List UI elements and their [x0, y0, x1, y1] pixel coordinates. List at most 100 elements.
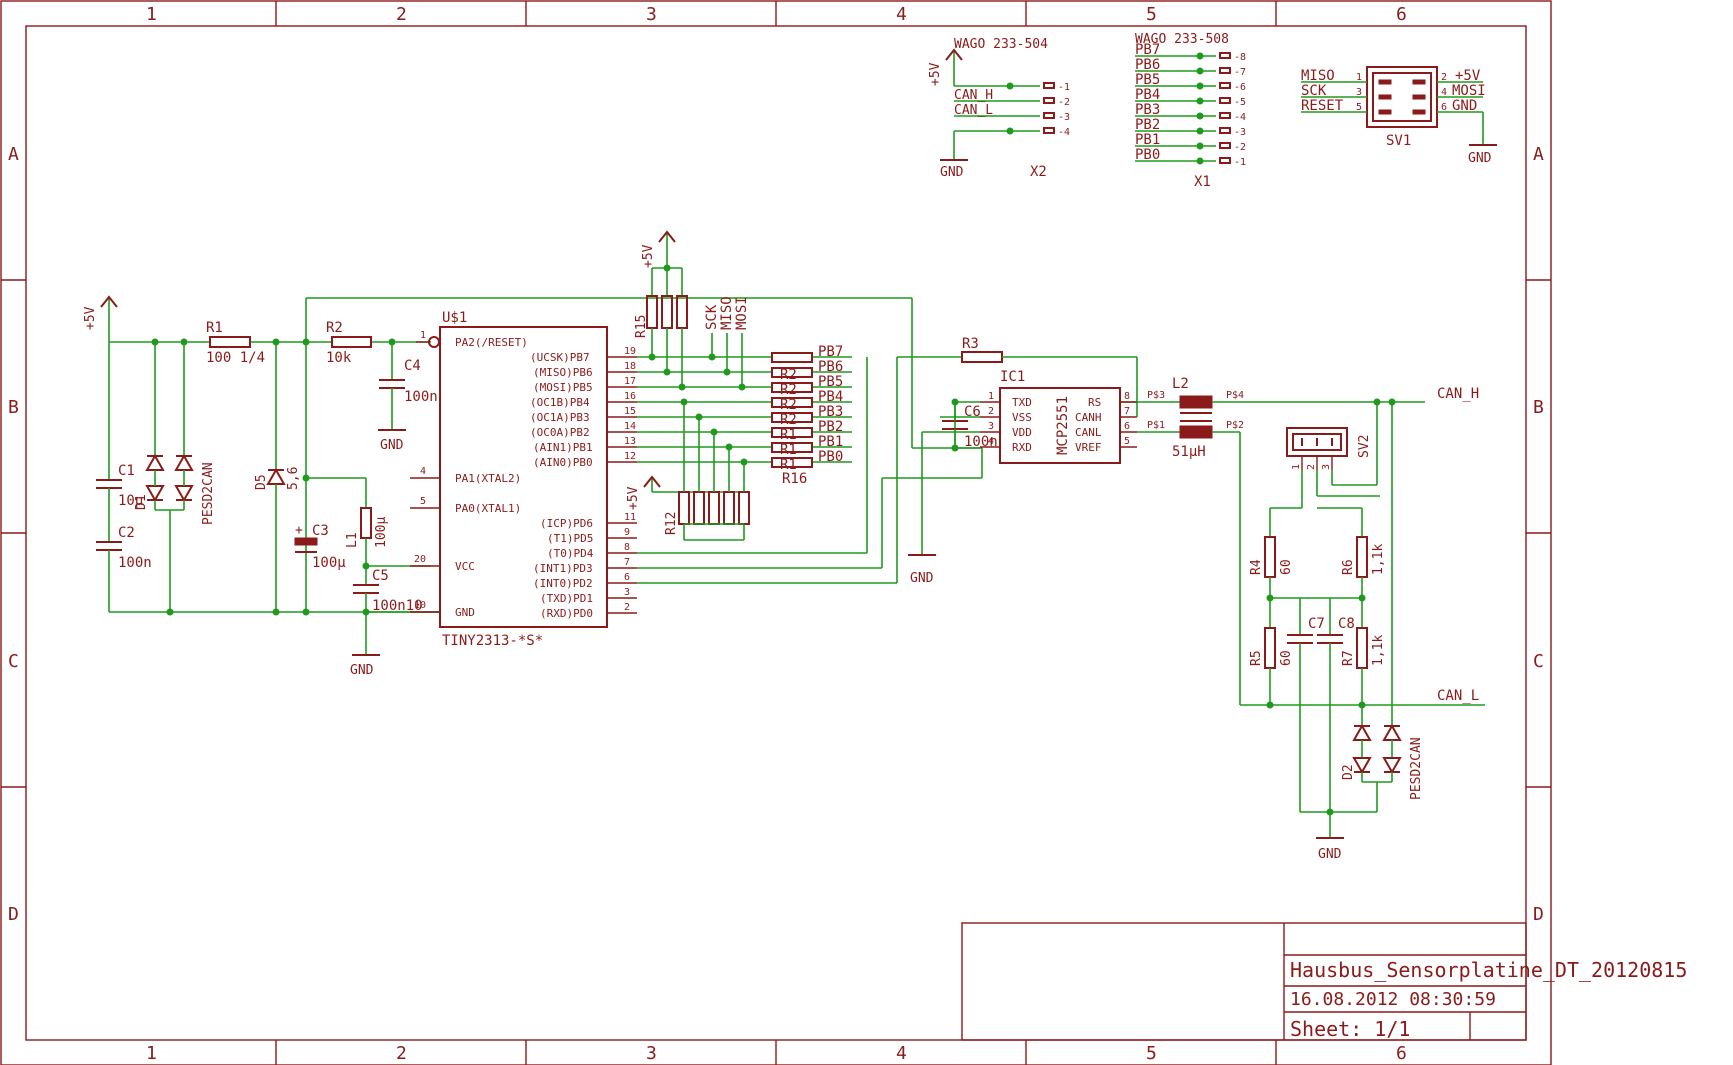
junctions: [151, 52, 1396, 816]
vcc-label-r12: +5V: [626, 486, 641, 510]
x1-pin7: -7: [1234, 67, 1246, 78]
col-label-bottom-4: 4: [896, 1043, 907, 1064]
row-label-left-c: C: [8, 651, 19, 672]
x2-pin1: -1: [1058, 82, 1070, 93]
gnd-label-can: GND: [910, 571, 934, 586]
r3-name: R3: [962, 336, 979, 352]
r-label-pb6: R2: [780, 367, 797, 383]
title-text: Hausbus_Sensorplatine_DT_20120815: [1290, 958, 1687, 982]
l2-value: 51µH: [1172, 444, 1206, 460]
sv1-pin4: 4: [1441, 87, 1447, 98]
r2-value: 10k: [326, 350, 352, 366]
mcu-pin6-label: (INT0)PD2: [533, 577, 593, 590]
c3-name: C3: [312, 523, 329, 539]
c6-name: C6: [964, 404, 981, 420]
mcu-pin10-num: 10: [414, 600, 426, 611]
col-label-top-5: 5: [1146, 4, 1157, 25]
r7-value: 1,1k: [1371, 635, 1386, 666]
l2-name: L2: [1172, 376, 1189, 392]
col-label-bottom-1: 1: [146, 1043, 157, 1064]
mcu-pin9-label: (T1)PD5: [547, 532, 593, 545]
mcu-pin2-num: 2: [624, 602, 630, 613]
sv1-net-reset: RESET: [1301, 98, 1344, 114]
row-label-right-c: C: [1533, 651, 1544, 672]
r7-name: R7: [1341, 650, 1356, 666]
row-label-left-b: B: [8, 397, 19, 418]
can-pin4-label: RXD: [1012, 441, 1032, 454]
can-pin8-label: RS: [1088, 396, 1101, 409]
sv1-net-5v: +5V: [1455, 68, 1481, 84]
x1-net-pb3: PB3: [1135, 102, 1160, 118]
gnd-label-sv1: GND: [1468, 151, 1492, 166]
date-text: 16.08.2012 08:30:59: [1290, 989, 1496, 1010]
mcu-name: U$1: [442, 310, 467, 326]
x1-pin8: -8: [1234, 52, 1246, 63]
net-pb6: PB6: [818, 359, 843, 375]
x2-net3: CAN_L: [954, 103, 993, 118]
col-label-top-4: 4: [896, 4, 907, 25]
gnd-label-c4: GND: [380, 438, 404, 453]
mcu-pin3-label: (TXD)PD1: [540, 592, 593, 605]
sv1-name: SV1: [1386, 133, 1411, 149]
mcu-pin18-label: (MISO)PB6: [533, 366, 593, 379]
net-pb0: PB0: [818, 449, 843, 465]
mcu-right-pins: 19 (UCSK)PB7 18 (MISO)PB6 17 (MOSI)PB5 1…: [530, 346, 637, 620]
vcc-label-x2: +5V: [928, 62, 943, 86]
l2-pin4: P$4: [1226, 390, 1244, 401]
c1-name: C1: [118, 463, 135, 479]
can-pin6-num: 6: [1124, 421, 1130, 432]
row-label-right-a: A: [1533, 144, 1544, 165]
net-pb2: PB2: [818, 419, 843, 435]
sv2-pin3: 3: [1321, 464, 1332, 470]
c7-name: C7: [1308, 616, 1325, 632]
col-label-top-3: 3: [646, 4, 657, 25]
r-label-pb3: R2: [780, 412, 797, 428]
r-label-pb5: R2: [780, 382, 797, 398]
x1-value: WAGO 233-508: [1135, 32, 1229, 47]
sv1-net-miso: MISO: [1301, 68, 1335, 84]
c4-value: 100n: [404, 389, 438, 405]
isp-header-sv1: GND MISO SCK RESET +5V MOSI GND 1 3 5 2 …: [1301, 66, 1497, 166]
net-pb3: PB3: [818, 404, 843, 420]
sheet-text: Sheet: 1/1: [1290, 1017, 1410, 1041]
r5-value: 60: [1279, 650, 1294, 666]
title-block: Hausbus_Sensorplatine_DT_20120815 16.08.…: [961, 922, 1687, 1041]
mcu-pin9-num: 9: [624, 527, 630, 538]
c5-name: C5: [372, 568, 389, 584]
mcu-pin20-num: 20: [414, 554, 426, 565]
can-pin3-num: 3: [988, 421, 994, 432]
can-pin4-num: 4: [988, 436, 994, 447]
mcu-pin4-label: PA1(XTAL2): [455, 472, 521, 485]
net-sck: SCK: [704, 304, 720, 330]
net-pb1: PB1: [818, 434, 843, 450]
col-label-bottom-6: 6: [1396, 1043, 1407, 1064]
l2-pin3: P$3: [1147, 390, 1165, 401]
c6-value: 100n: [964, 434, 998, 450]
mcu-pin15-label: (OC1A)PB3: [530, 411, 590, 424]
sv1-net-gnd: GND: [1452, 98, 1477, 114]
mcu-pin1-num: 1: [420, 330, 426, 341]
mcu-pin5-label: PA0(XTAL1): [455, 502, 521, 515]
l1-name: L1: [345, 532, 360, 548]
c1-value: 10µ: [118, 493, 144, 509]
x1-net-pb1: PB1: [1135, 132, 1160, 148]
port-b-network: R2 R2 R2 R2 R1 R1 R1 R16 PB7 PB6 PB5 PB4…: [626, 230, 852, 541]
col-label-bottom-5: 5: [1146, 1043, 1157, 1064]
sv2-name: SV2: [1357, 435, 1372, 458]
row-label-left-d: D: [8, 904, 19, 925]
mcu-pin14-label: (OC0A)PB2: [530, 426, 590, 439]
x2-value: WAGO 233-504: [954, 37, 1048, 52]
mcu-pin13-num: 13: [624, 436, 636, 447]
mcu-pin20-label: VCC: [455, 560, 475, 573]
r1-value: 100 1/4: [206, 350, 265, 366]
sv1-net-mosi: MOSI: [1452, 83, 1486, 99]
d5-name: D5: [254, 474, 269, 490]
mcu-pin14-num: 14: [624, 421, 636, 432]
x1-net-pb6: PB6: [1135, 57, 1160, 73]
mcu-pin8-num: 8: [624, 542, 630, 553]
c8-name: C8: [1338, 616, 1355, 632]
mcu-pin17-label: (MOSI)PB5: [533, 381, 593, 394]
mcu-pin11-num: 11: [624, 512, 636, 523]
d1-value: PESD2CAN: [201, 462, 216, 525]
r2-name: R2: [326, 320, 343, 336]
